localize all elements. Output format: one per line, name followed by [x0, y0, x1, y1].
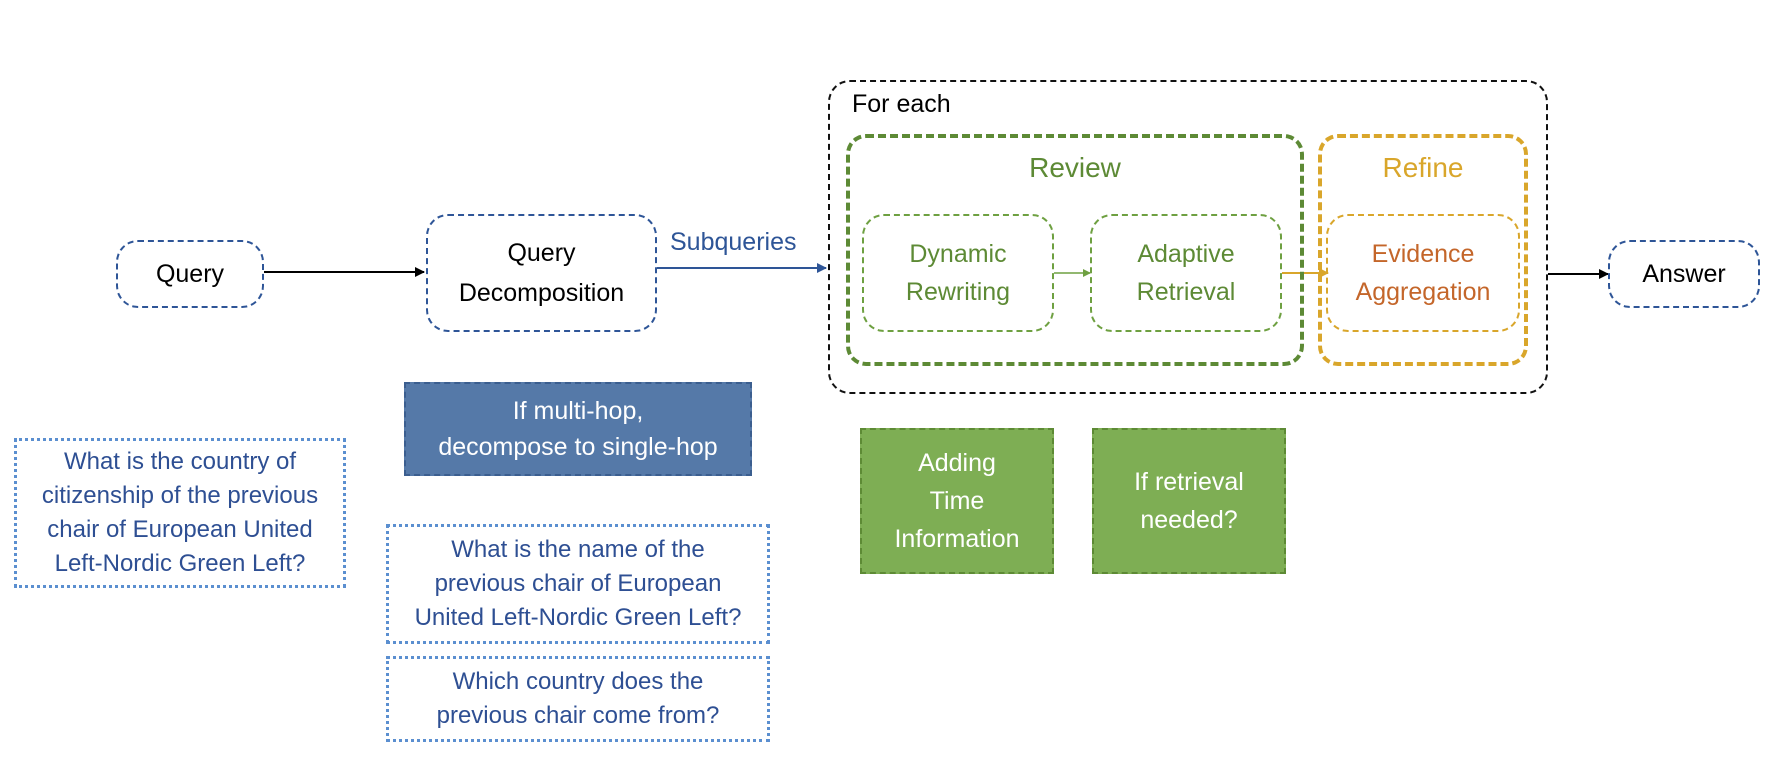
original-query-line4: Left-Nordic Green Left?: [54, 550, 306, 577]
query-node: Query: [116, 240, 264, 308]
retrieval-needed-line2: needed?: [1140, 506, 1238, 534]
refine-title: Refine: [1382, 152, 1464, 183]
decomposition-label-line2: Decomposition: [458, 279, 625, 307]
subquery-1-line1: What is the name of the: [451, 536, 705, 563]
subquery-example-2: Which country does the previous chair co…: [386, 656, 770, 742]
dynamic-rewriting-line2: Rewriting: [905, 278, 1011, 306]
answer-node: Answer: [1608, 240, 1760, 308]
subquery-example-1: What is the name of the previous chair o…: [386, 524, 770, 644]
refine-section: [1318, 134, 1528, 366]
adding-time-line2: Time: [929, 487, 985, 515]
review-title: Review: [1029, 152, 1121, 183]
answer-node-label: Answer: [1642, 259, 1726, 288]
decomposition-label-line1: Query: [507, 239, 576, 267]
evidence-aggregation-line1: Evidence: [1371, 240, 1475, 268]
original-query-line3: chair of European United: [47, 516, 313, 543]
original-query-line2: citizenship of the previous: [41, 482, 319, 509]
for-each-label: For each: [852, 90, 951, 118]
review-section: [846, 134, 1304, 366]
subquery-2-line1: Which country does the: [452, 668, 704, 695]
dynamic-rewriting-node: Dynamic Rewriting: [862, 214, 1054, 332]
query-node-label: Query: [155, 259, 225, 288]
evidence-aggregation-line2: Aggregation: [1355, 278, 1491, 306]
subquery-1-line2: previous chair of European: [434, 570, 722, 597]
evidence-aggregation-node: Evidence Aggregation: [1326, 214, 1520, 332]
original-query-example: What is the country of citizenship of th…: [14, 438, 346, 588]
original-query-line1: What is the country of: [63, 448, 297, 475]
query-decomposition-node: Query Decomposition: [426, 214, 657, 332]
adding-time-note: Adding Time Information: [860, 428, 1054, 574]
subquery-2-line2: previous chair come from?: [436, 702, 720, 729]
adaptive-retrieval-line1: Adaptive: [1137, 240, 1235, 268]
subqueries-label: Subqueries: [670, 228, 797, 256]
retrieval-needed-line1: If retrieval: [1134, 468, 1244, 496]
dynamic-rewriting-line1: Dynamic: [909, 240, 1007, 268]
subquery-1-line3: United Left-Nordic Green Left?: [414, 604, 742, 631]
adding-time-line3: Information: [894, 525, 1020, 553]
for-each-container: [828, 80, 1548, 394]
multi-hop-note-line2: decompose to single-hop: [438, 433, 718, 461]
multi-hop-note-line1: If multi-hop,: [512, 397, 644, 425]
adaptive-retrieval-node: Adaptive Retrieval: [1090, 214, 1282, 332]
adding-time-line1: Adding: [918, 449, 996, 477]
multi-hop-note: If multi-hop, decompose to single-hop: [404, 382, 752, 476]
retrieval-needed-note: If retrieval needed?: [1092, 428, 1286, 574]
adaptive-retrieval-line2: Retrieval: [1136, 278, 1236, 306]
